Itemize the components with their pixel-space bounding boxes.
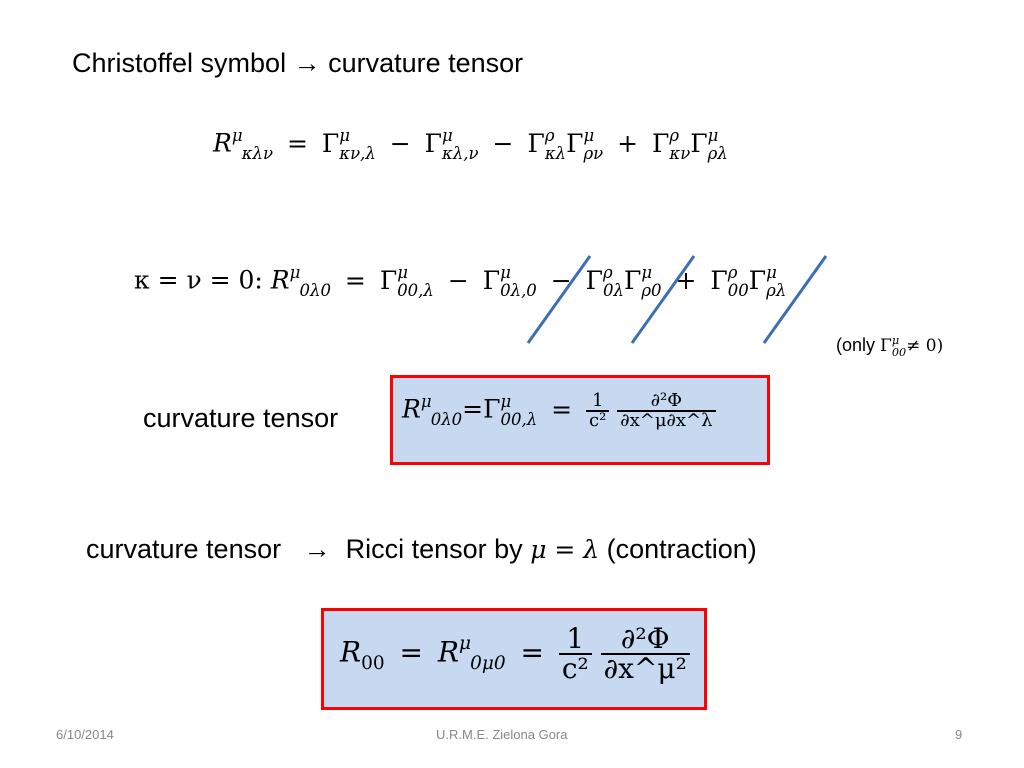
slide-title: Christoffel symbol → curvature tensor: [72, 48, 524, 78]
curvature-box: [390, 375, 770, 465]
footer-date: 6/10/2014: [56, 727, 114, 742]
ricci-box: [321, 608, 707, 710]
curvature-label: curvature tensor: [143, 403, 339, 433]
footer-center: U.R.M.E. Zielona Gora: [436, 727, 568, 742]
riemann-symbol: R: [213, 128, 232, 158]
condition: κ = ν = 0:: [134, 265, 263, 295]
ricci-description: curvature tensor → Ricci tensor by μ = λ…: [86, 534, 757, 564]
arrow-icon: →: [303, 534, 331, 564]
ricci-fraction-second-derivative: ∂²Φ∂x^μ²: [600, 625, 690, 683]
fraction-second-derivative: ∂²Φ∂x^μ∂x^λ: [617, 392, 716, 430]
footer-page-number: 9: [955, 727, 963, 742]
